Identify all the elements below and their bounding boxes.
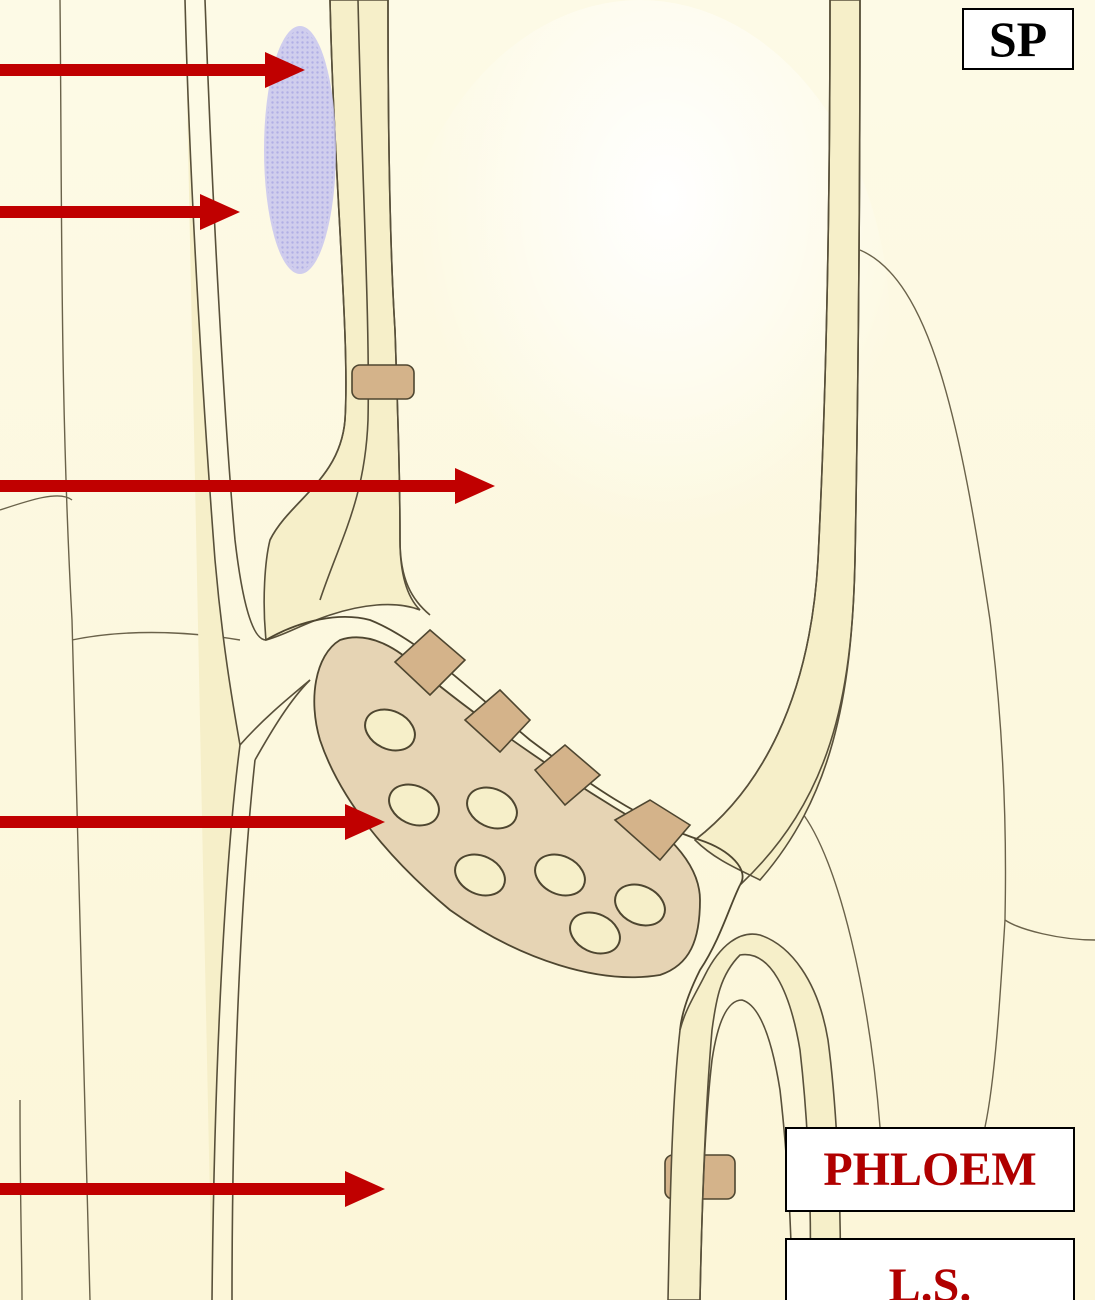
phloem-label: PHLOEM (785, 1127, 1075, 1212)
sp-label: SP (962, 8, 1074, 70)
cell-lumen-highlight (390, 0, 890, 660)
plasmodesma (352, 365, 414, 399)
section-label: L.S. (785, 1238, 1075, 1300)
